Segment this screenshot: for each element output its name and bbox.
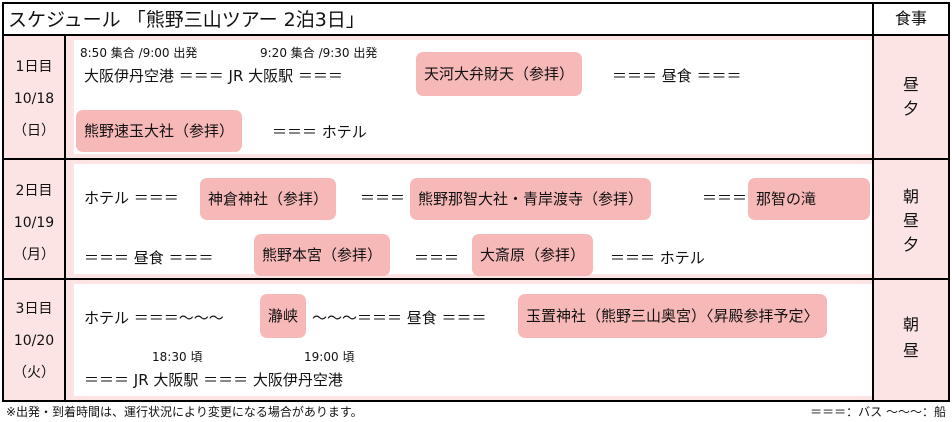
highlight-stop: 熊野本宮（参拝） bbox=[254, 234, 391, 276]
meal-item: 昼 bbox=[902, 341, 919, 360]
day-weekday: （月） bbox=[13, 247, 55, 263]
timing-disclaimer: ※出発・到着時間は、運行状況により変更になる場合があります。 bbox=[6, 405, 363, 419]
highlight-stop: 熊野那智大社・青岸渡寺（参拝） bbox=[410, 178, 652, 220]
highlight-stop: 天河大弁財天（参拝） bbox=[416, 52, 583, 96]
route-text: ＝＝＝ ホテル bbox=[272, 123, 367, 141]
meal-cell-2: 朝 昼 夕 bbox=[872, 160, 948, 278]
route-text: 大阪伊丹空港 ＝＝＝ JR 大阪駅 ＝＝＝ bbox=[84, 67, 343, 85]
route-text: ～～～＝＝＝ 昼食 ＝＝＝ bbox=[312, 309, 487, 327]
transport-legend: ＝＝＝：バス ～～～：船 bbox=[810, 405, 946, 419]
time-note: 8:50 集合 /9:00 出発 bbox=[80, 46, 198, 60]
time-note: 9:20 集合 /9:30 出発 bbox=[260, 46, 378, 60]
route-text: ＝＝＝ 昼食 ＝＝＝ bbox=[612, 67, 742, 85]
route-text: ＝＝＝ ホテル bbox=[610, 249, 705, 267]
meal-item: 昼 bbox=[902, 211, 919, 230]
day-row-1: 1日目 10/18 （日） 8:50 集合 /9:00 出発 9:20 集合 /… bbox=[4, 36, 948, 160]
highlight-stop: 大斎原（参拝） bbox=[472, 234, 594, 276]
schedule-header: スケジュール 「熊野三山ツアー 2泊3日」 食事 bbox=[4, 4, 948, 36]
day-row-3: 3日目 10/20 （火） ホテル ＝＝＝～～～ 瀞峡 ～～～＝＝＝ 昼食 ＝＝… bbox=[4, 280, 948, 400]
meal-item: 夕 bbox=[902, 99, 919, 118]
highlight-stop: 玉置神社（熊野三山奥宮）〈昇殿参拝予定〉 bbox=[518, 294, 827, 338]
meal-item: 朝 bbox=[902, 187, 919, 206]
day-label: 3日目 bbox=[15, 301, 53, 317]
route-text: ホテル ＝＝＝～～～ bbox=[84, 309, 224, 327]
route-text: ＝＝＝ 昼食 ＝＝＝ bbox=[84, 249, 214, 267]
meal-item: 夕 bbox=[902, 235, 919, 254]
schedule-table: スケジュール 「熊野三山ツアー 2泊3日」 食事 1日目 10/18 （日） 8… bbox=[2, 2, 950, 402]
day-date: 10/19 bbox=[13, 215, 55, 231]
meal-column-header: 食事 bbox=[872, 4, 948, 34]
highlight-stop: 瀞峡 bbox=[260, 294, 307, 338]
meal-cell-3: 朝 昼 bbox=[872, 280, 948, 400]
day-label: 1日目 bbox=[15, 59, 53, 75]
itinerary-panel: 8:50 集合 /9:00 出発 9:20 集合 /9:30 出発 大阪伊丹空港… bbox=[74, 40, 872, 154]
day-weekday: （火） bbox=[13, 365, 55, 381]
day-content-2: ホテル ＝＝＝ 神倉神社（参拝） ＝＝＝ 熊野那智大社・青岸渡寺（参拝） ＝＝＝… bbox=[66, 160, 872, 278]
itinerary-panel: ホテル ＝＝＝～～～ 瀞峡 ～～～＝＝＝ 昼食 ＝＝＝ 玉置神社（熊野三山奥宮）… bbox=[74, 284, 872, 396]
highlight-stop: 神倉神社（参拝） bbox=[200, 178, 337, 220]
day-label: 2日目 bbox=[15, 183, 53, 199]
route-text: ＝＝＝ bbox=[702, 189, 748, 207]
route-text: ホテル ＝＝＝ bbox=[84, 189, 179, 207]
highlight-stop: 熊野速玉大社（参拝） bbox=[76, 110, 243, 152]
day-row-2: 2日目 10/19 （月） ホテル ＝＝＝ 神倉神社（参拝） ＝＝＝ 熊野那智大… bbox=[4, 160, 948, 280]
route-text: ＝＝＝ bbox=[414, 249, 460, 267]
route-text: ＝＝＝ bbox=[360, 189, 406, 207]
highlight-stop: 那智の滝 bbox=[748, 178, 870, 220]
time-note: 19:00 頃 bbox=[304, 350, 355, 364]
day-date: 10/18 bbox=[13, 91, 55, 107]
meal-item: 朝 bbox=[902, 315, 919, 334]
schedule-title: スケジュール 「熊野三山ツアー 2泊3日」 bbox=[8, 9, 365, 31]
route-text: ＝＝＝ JR 大阪駅 ＝＝＝ 大阪伊丹空港 bbox=[84, 371, 343, 389]
day-date: 10/20 bbox=[13, 333, 55, 349]
meal-cell-1: 昼 夕 bbox=[872, 36, 948, 158]
time-note: 18:30 頃 bbox=[152, 350, 203, 364]
day-weekday: （日） bbox=[13, 123, 55, 139]
day-cell-2: 2日目 10/19 （月） bbox=[4, 160, 66, 278]
itinerary-panel: ホテル ＝＝＝ 神倉神社（参拝） ＝＝＝ 熊野那智大社・青岸渡寺（参拝） ＝＝＝… bbox=[74, 164, 872, 276]
day-content-3: ホテル ＝＝＝～～～ 瀞峡 ～～～＝＝＝ 昼食 ＝＝＝ 玉置神社（熊野三山奥宮）… bbox=[66, 280, 872, 400]
day-content-1: 8:50 集合 /9:00 出発 9:20 集合 /9:30 出発 大阪伊丹空港… bbox=[66, 36, 872, 158]
day-cell-3: 3日目 10/20 （火） bbox=[4, 280, 66, 400]
meal-item: 昼 bbox=[902, 75, 919, 94]
day-cell-1: 1日目 10/18 （日） bbox=[4, 36, 66, 158]
